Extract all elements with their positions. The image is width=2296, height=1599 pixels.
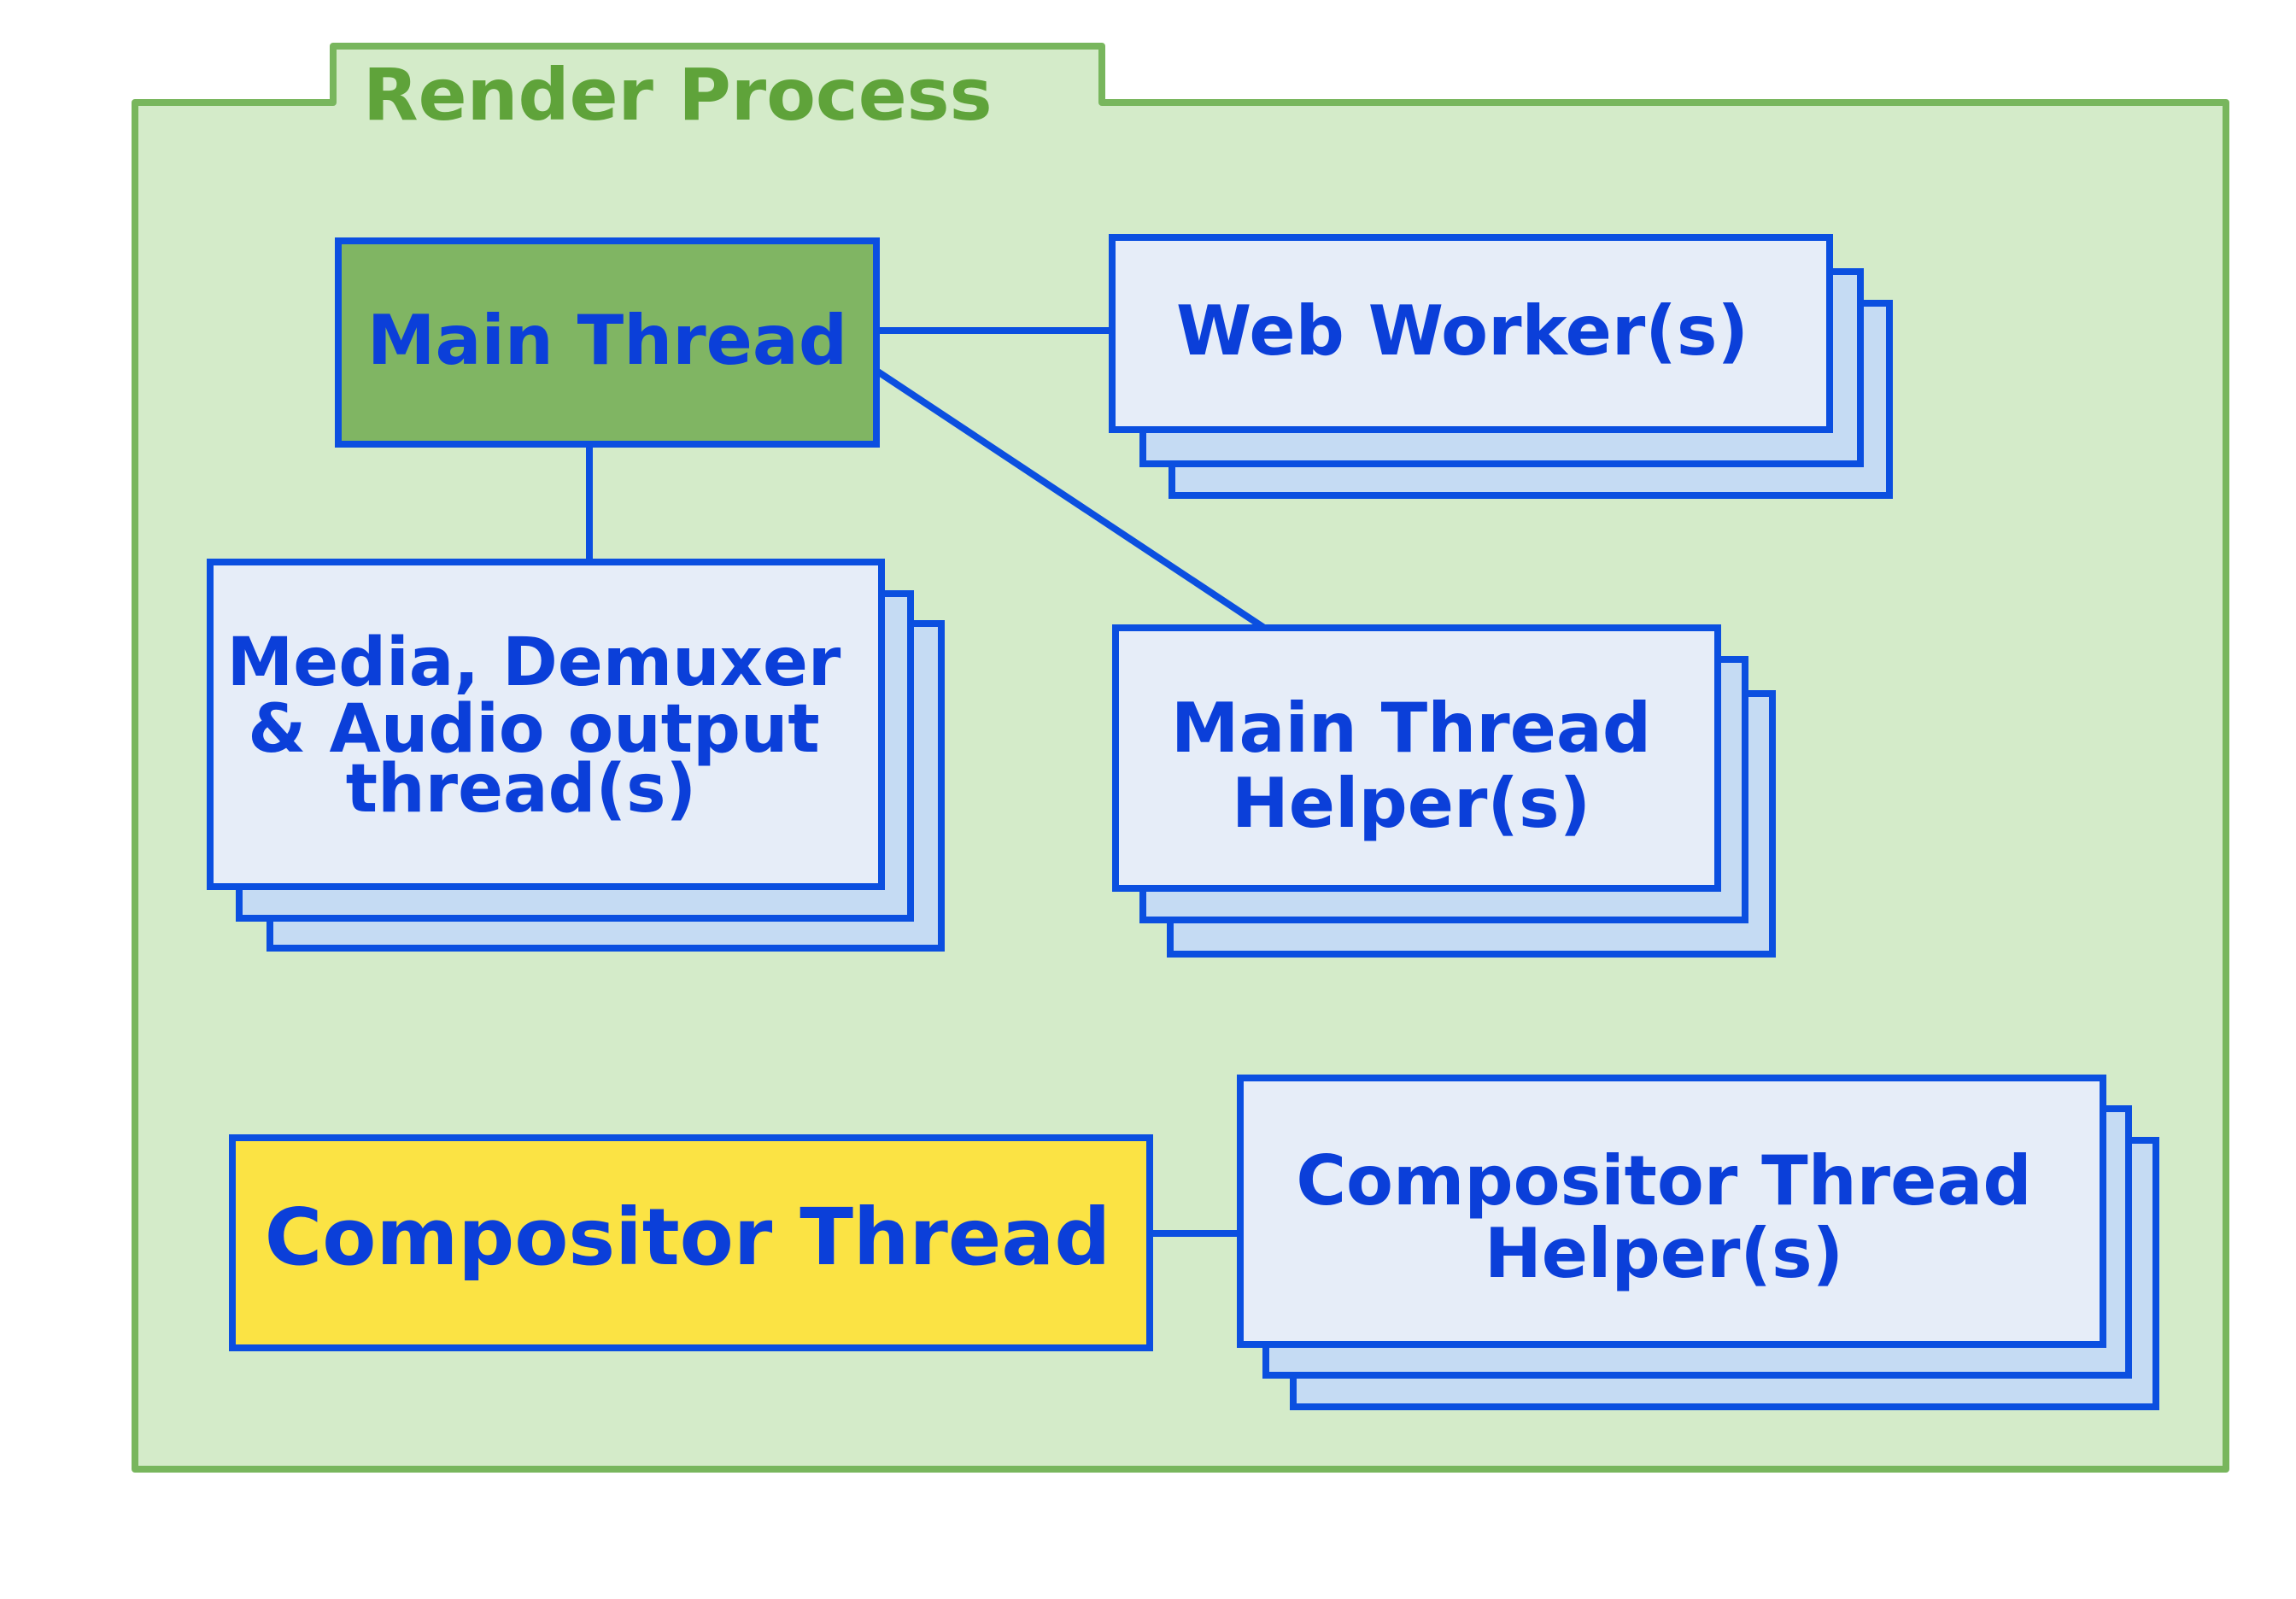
media-thread-label-line-2: & Audio output <box>248 691 819 768</box>
compositor-thread-node: Compositor Thread <box>229 1134 1153 1351</box>
main-thread-label: Main Thread <box>367 301 847 380</box>
compositor-helper-label-line-1: Compositor Thread <box>1296 1141 2031 1221</box>
main-thread-helper-label-line-1: Main Thread <box>1171 688 1651 768</box>
main-thread-helper-stack: Main Thread Helper(s) <box>1112 624 1776 958</box>
web-worker-label: Web Worker(s) <box>1176 291 1748 371</box>
compositor-thread-label: Compositor Thread <box>265 1192 1110 1283</box>
compositor-helper-stack: Compositor Thread Helper(s) <box>1237 1075 2159 1410</box>
render-process-label: Render Process <box>363 53 993 137</box>
compositor-helper-label-line-2: Helper(s) <box>1485 1214 1843 1293</box>
main-thread-helper-label-line-2: Helper(s) <box>1232 764 1590 843</box>
media-thread-stack: Media, Demuxer & Audio output thread(s) <box>207 559 945 952</box>
connectors <box>586 327 1267 1237</box>
connector-main-to-helper <box>869 364 1267 631</box>
main-thread-node: Main Thread <box>335 237 880 448</box>
media-thread-label-line-1: Media, Demuxer <box>227 624 841 701</box>
web-worker-stack: Web Worker(s) <box>1109 234 1893 499</box>
media-thread-label-line-3: thread(s) <box>346 751 696 828</box>
